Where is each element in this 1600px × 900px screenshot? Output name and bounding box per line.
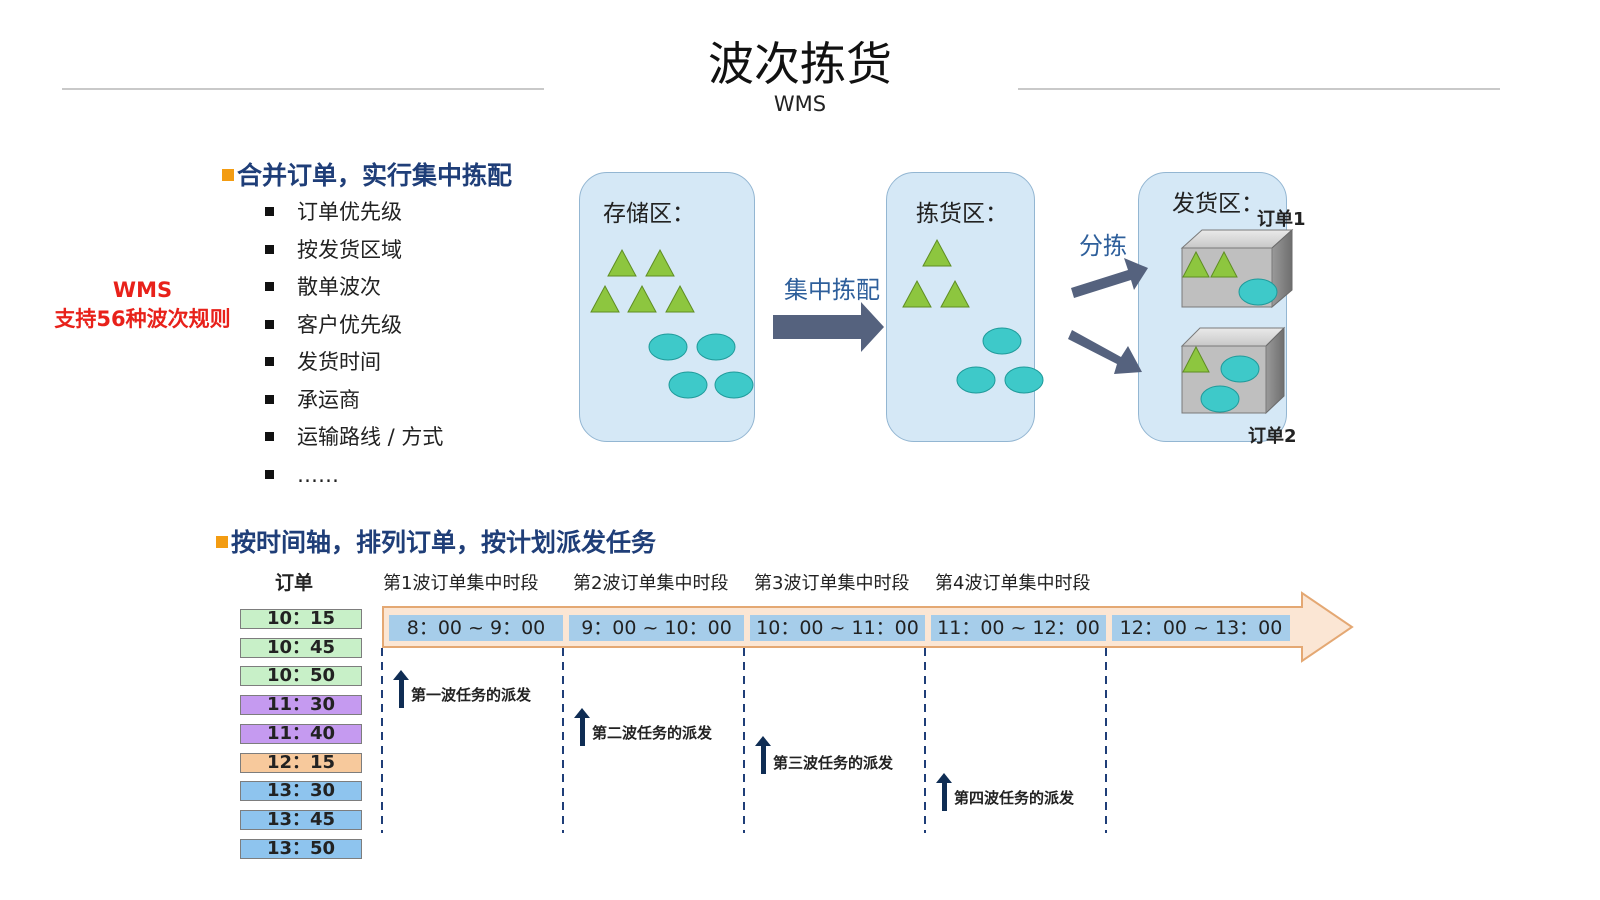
square-bullet-icon — [265, 282, 274, 291]
wave-rule-item: 发货时间 — [265, 348, 443, 386]
period-header-4: 第4波订单集中时段 — [935, 573, 1091, 594]
order2-label: 订单2 — [1248, 426, 1297, 447]
picking-zone-label: 拣货区： — [916, 201, 1008, 227]
wms-tag-line2: 支持56种波次规则 — [54, 307, 231, 331]
wave-rule-label: 承运商 — [297, 387, 360, 412]
wave-rule-label: 按发货区域 — [297, 237, 402, 262]
order-time-chip: 13：50 — [240, 838, 362, 859]
wave-rule-label: 客户优先级 — [297, 312, 402, 337]
period-header-3: 第3波订单集中时段 — [754, 573, 910, 594]
square-bullet-icon — [265, 319, 274, 329]
square-bullet-icon — [265, 207, 274, 216]
wave-rule-item: 运输路线 / 方式 — [265, 423, 443, 461]
wave-rule-label: 散单波次 — [297, 275, 381, 299]
order-time-chip: 11：30 — [240, 695, 362, 716]
dispatch-4-arrow-icon — [936, 773, 952, 783]
dispatch-1-label: 第一波任务的派发 — [411, 686, 532, 704]
order-time-chip: 13：45 — [240, 809, 362, 830]
wave-rule-item: 客户优先级 — [265, 311, 443, 349]
consolidate-label: 集中拣配 — [784, 276, 880, 304]
page-subtitle: WMS — [773, 92, 827, 116]
time-slot-1: 8：00 ~ 9：00 — [389, 615, 563, 641]
square-bullet-icon — [265, 394, 274, 404]
wave-rule-item: …… — [265, 461, 443, 499]
header-rule-right — [1018, 88, 1500, 90]
wave-rules-list: 订单优先级按发货区域散单波次客户优先级发货时间承运商运输路线 / 方式 …… — [265, 198, 443, 498]
section2-heading-text: 按时间轴，排列订单，按计划派发任务 — [231, 528, 657, 557]
wave-rule-item: 承运商 — [265, 386, 443, 424]
period-header-2: 第2波订单集中时段 — [573, 573, 729, 594]
dispatch-2-arrow-icon — [574, 708, 590, 718]
dispatch-2-arrow-bar — [579, 717, 585, 746]
dispatch-1-arrow-icon — [393, 670, 409, 680]
wave-rule-label: …… — [297, 462, 339, 487]
consolidate-arrow-icon — [773, 302, 884, 352]
time-slot-5: 12：00 ~ 13：00 — [1112, 615, 1290, 641]
wave-rule-label: 订单优先级 — [297, 200, 402, 224]
sort-arrow-down-icon — [1068, 330, 1142, 374]
wave-rule-item: 订单优先级 — [265, 198, 443, 236]
wave-rule-item: 按发货区域 — [265, 236, 443, 274]
sort-arrow-up-icon — [1071, 258, 1148, 298]
square-bullet-icon — [265, 432, 274, 441]
wave-rule-label: 运输路线 / 方式 — [297, 425, 444, 449]
order-time-chip: 10：50 — [240, 666, 362, 687]
dispatch-3-arrow-bar — [760, 745, 766, 774]
order-time-chip: 11：40 — [240, 723, 362, 744]
header-rule-left — [62, 88, 544, 90]
orders-header: 订单 — [275, 572, 314, 594]
section1-heading: 合并订单，实行集中拣配 — [222, 156, 512, 192]
dispatch-4-label: 第四波任务的派发 — [954, 789, 1075, 807]
dispatch-1-arrow-bar — [398, 679, 404, 708]
sort-label: 分拣 — [1079, 232, 1127, 260]
order1-label: 订单1 — [1257, 209, 1306, 230]
dispatch-2-label: 第二波任务的派发 — [592, 724, 713, 742]
wms-rules-tag: WMS 支持56种波次规则 — [40, 276, 245, 334]
dispatch-3-arrow-icon — [755, 736, 771, 746]
time-slot-2: 9：00 ~ 10：00 — [569, 615, 744, 641]
square-bullet-icon — [265, 244, 274, 254]
period-header-1: 第1波订单集中时段 — [383, 573, 539, 594]
accent-square-icon — [222, 169, 234, 181]
section1-heading-text: 合并订单，实行集中拣配 — [237, 161, 513, 190]
accent-square-icon — [216, 536, 228, 548]
time-slot-4: 11：00 ~ 12：00 — [931, 615, 1106, 641]
dispatch-3-label: 第三波任务的派发 — [773, 754, 894, 772]
order-time-chip: 10：45 — [240, 637, 362, 658]
order-time-chip: 10：15 — [240, 609, 362, 629]
square-bullet-icon — [265, 357, 274, 366]
wave-rule-item: 散单波次 — [265, 273, 443, 311]
order-time-chip: 12：15 — [240, 752, 362, 773]
storage-zone-label: 存储区： — [603, 201, 695, 227]
wms-tag-line1: WMS — [112, 278, 173, 302]
order-time-chip: 13：30 — [240, 781, 362, 802]
square-bullet-icon — [265, 469, 274, 479]
shipping-zone-label: 发货区： — [1172, 191, 1264, 217]
dispatch-4-arrow-bar — [941, 782, 947, 811]
page-title: 波次拣货 — [708, 37, 892, 91]
section2-heading: 按时间轴，排列订单，按计划派发任务 — [216, 523, 656, 559]
wave-rule-label: 发货时间 — [297, 350, 381, 374]
time-slot-3: 10：00 ~ 11：00 — [750, 615, 925, 641]
